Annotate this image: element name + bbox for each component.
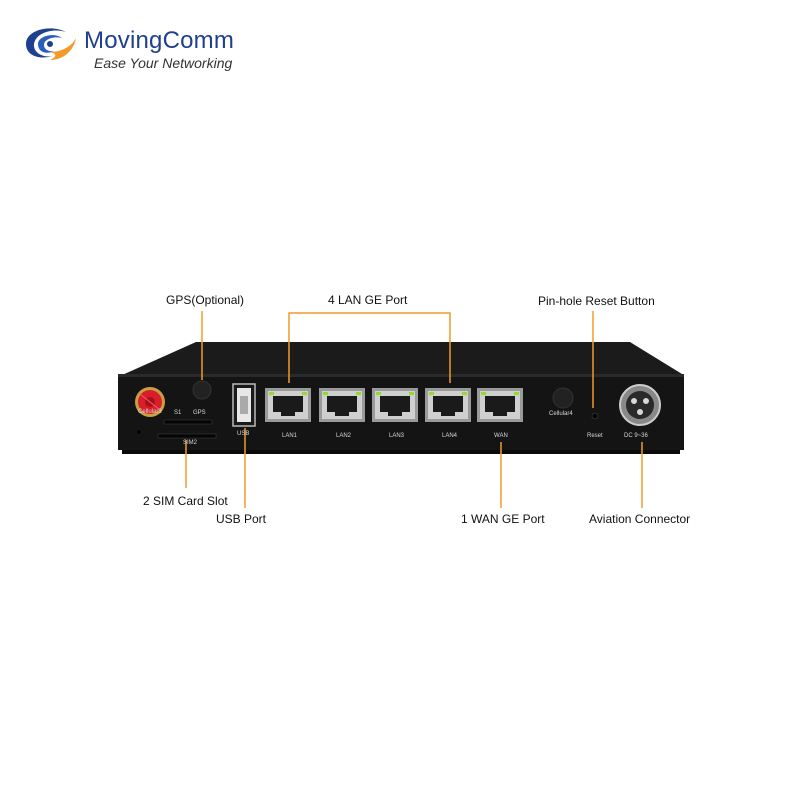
panel-label-lan3: LAN3	[389, 433, 405, 439]
sim1-slot	[163, 419, 213, 425]
ethernet-ports	[265, 388, 523, 422]
callout-reset: Pin-hole Reset Button	[538, 294, 655, 308]
callout-sim: 2 SIM Card Slot	[143, 494, 228, 508]
panel-label-cellular3: Cellular3	[138, 409, 162, 415]
brand-tagline: Ease Your Networking	[94, 55, 233, 71]
callout-lan: 4 LAN GE Port	[328, 293, 408, 307]
callout-gps: GPS(Optional)	[166, 293, 245, 307]
antenna-connector-icon	[135, 387, 165, 417]
panel-label-lan4: LAN4	[442, 433, 458, 439]
panel-label-lan2: LAN2	[336, 433, 352, 439]
panel-label-cellular4: Cellular4	[549, 411, 573, 417]
leader-lines	[185, 311, 643, 508]
reset-pinhole-icon	[591, 412, 599, 420]
panel-label-lan1: LAN1	[282, 433, 298, 439]
usb-port-icon	[232, 383, 256, 427]
router-top-face	[120, 342, 682, 376]
sim2-slot	[157, 433, 217, 439]
callout-usb: USB Port	[216, 512, 267, 526]
panel-label-wan: WAN	[494, 433, 508, 439]
gps-connector-icon	[192, 380, 212, 400]
panel-label-usb: USB	[237, 431, 250, 437]
brand-name: MovingComm	[84, 27, 235, 54]
panel-label-reset: Reset	[587, 433, 603, 439]
panel-label-sim2: SIM2	[183, 440, 198, 446]
panel-label-gps: GPS	[193, 410, 206, 416]
aviation-connector-icon	[619, 384, 661, 426]
cellular4-connector-icon	[552, 387, 574, 409]
callout-aviation: Aviation Connector	[589, 512, 691, 526]
panel-label-s1: S1	[174, 410, 182, 416]
panel-label-dc: DC 9~36	[624, 433, 648, 439]
moving-swirl-icon	[26, 28, 76, 60]
callout-wan: 1 WAN GE Port	[461, 512, 545, 526]
